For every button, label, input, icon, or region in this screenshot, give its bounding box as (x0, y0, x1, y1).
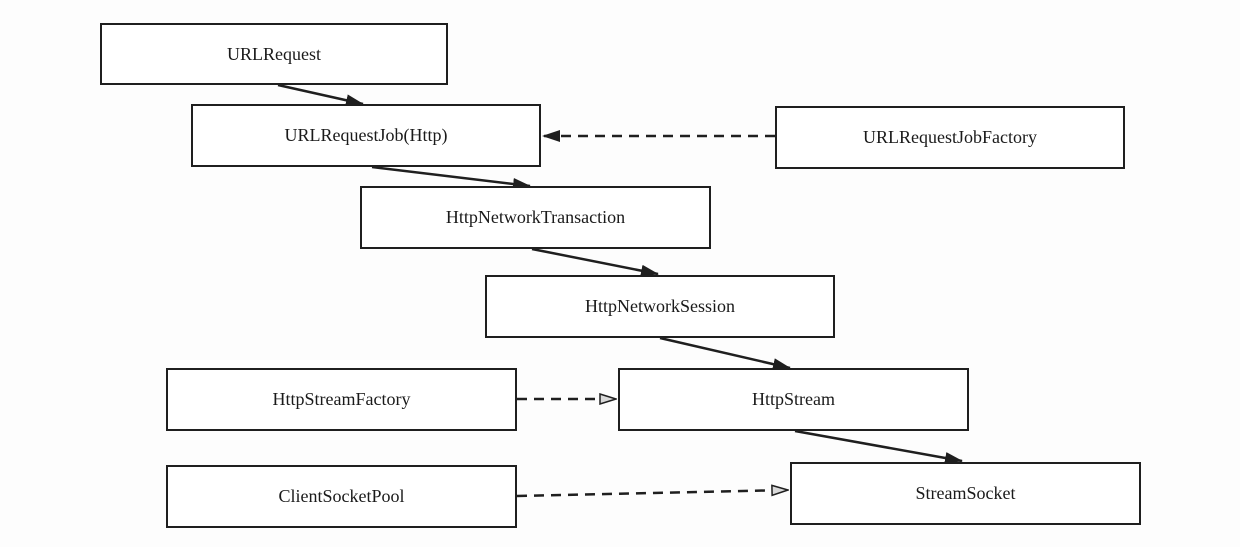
node-urlrequest: URLRequest (100, 23, 448, 85)
node-label: HttpNetworkSession (585, 296, 735, 316)
node-httpnetworksession: HttpNetworkSession (485, 275, 835, 338)
node-httpstream: HttpStream (618, 368, 969, 431)
node-label: HttpStreamFactory (272, 389, 411, 409)
node-httpstreamfactory: HttpStreamFactory (166, 368, 517, 431)
node-streamsocket: StreamSocket (790, 462, 1141, 525)
node-label: URLRequest (227, 43, 321, 64)
edge-socketpool-to-streamsocket (516, 490, 788, 498)
node-label: HttpStream (752, 389, 835, 409)
node-label: StreamSocket (915, 483, 1016, 503)
node-urlrequestjob: URLRequestJob(Http) (191, 104, 541, 167)
edge-httpstream-to-streamsocket (794, 429, 963, 464)
node-label: URLRequestJob(Http) (284, 125, 448, 145)
edge-urlrequest-to-job (277, 83, 364, 107)
node-urlrequestjobfactory: URLRequestJobFactory (775, 106, 1125, 169)
edge-transaction-to-session (531, 247, 659, 277)
edge-job-to-transaction (371, 165, 531, 190)
node-clientsocketpool: ClientSocketPool (166, 465, 517, 528)
node-label: URLRequestJobFactory (863, 127, 1037, 147)
node-label: HttpNetworkTransaction (445, 207, 626, 227)
node-label: ClientSocketPool (278, 486, 405, 506)
node-httpnetworktransaction: HttpNetworkTransaction (360, 186, 711, 249)
edge-session-to-httpstream (659, 336, 791, 371)
